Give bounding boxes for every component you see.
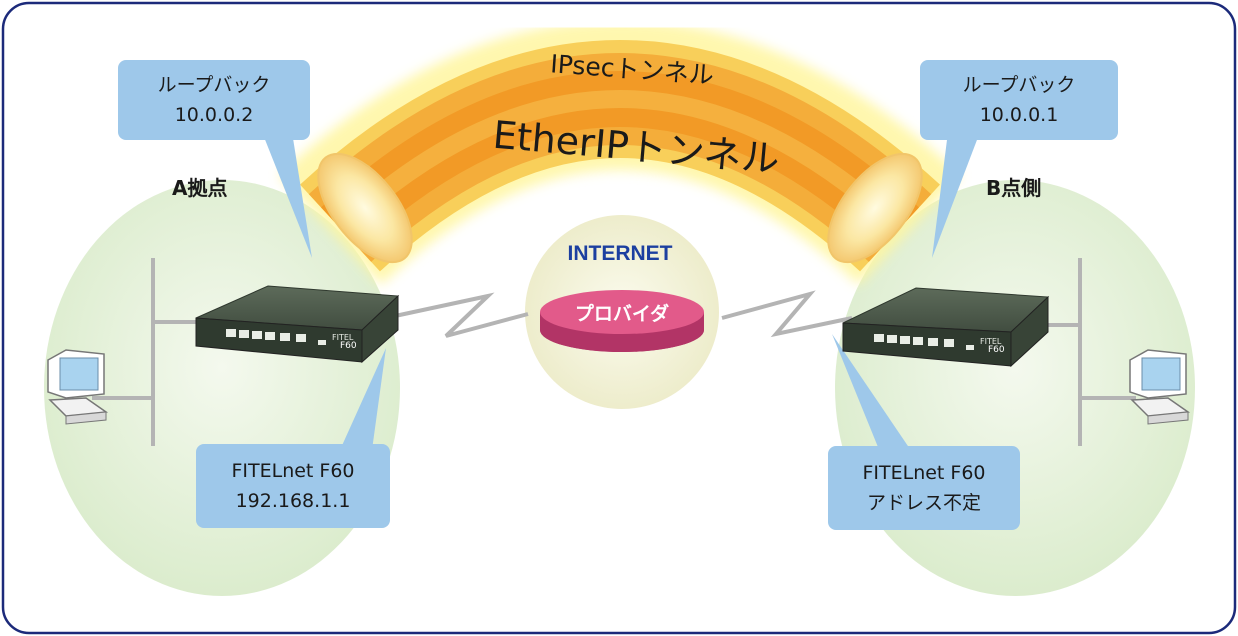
device-model: F60 bbox=[988, 345, 1005, 355]
zigzag-link-icon bbox=[721, 290, 853, 338]
internet-label: INTERNET bbox=[568, 242, 673, 265]
loopback-b-text: ループバック 10.0.0.1 bbox=[920, 70, 1118, 130]
router-a-model: FITELnet F60 bbox=[231, 460, 355, 482]
provider-node bbox=[540, 290, 704, 352]
loopback-a-label: ループバック bbox=[157, 74, 271, 96]
tunnel-end-right bbox=[827, 152, 923, 264]
router-b-address: アドレス不定 bbox=[866, 492, 981, 514]
device-model: F60 bbox=[340, 341, 357, 351]
pc-icon bbox=[1129, 349, 1191, 425]
provider-label: プロバイダ bbox=[575, 302, 669, 325]
site-b-name: B点側 bbox=[986, 176, 1042, 200]
callout-loopback-b bbox=[920, 60, 1118, 258]
router-icon: FITEL F60 bbox=[842, 287, 1050, 368]
router-b-model: FITELnet F60 bbox=[862, 462, 986, 484]
loopback-b-label: ループバック bbox=[962, 74, 1076, 96]
callout-router-a bbox=[196, 348, 390, 528]
device-brand: FITEL bbox=[332, 333, 354, 342]
tunnel-arc bbox=[278, 20, 962, 286]
pc-icon bbox=[47, 349, 109, 425]
zigzag-link-icon bbox=[394, 292, 529, 338]
site-a-name: A拠点 bbox=[172, 176, 228, 200]
router-a-text: FITELnet F60 192.168.1.1 bbox=[196, 456, 390, 516]
site-a-lan bbox=[92, 258, 202, 446]
tunnel-end-left bbox=[317, 152, 413, 264]
callout-loopback-a bbox=[118, 60, 312, 258]
router-a-address: 192.168.1.1 bbox=[235, 490, 351, 512]
loopback-b-address: 10.0.0.1 bbox=[979, 104, 1059, 126]
callout-router-b bbox=[828, 334, 1020, 530]
device-brand: FITEL bbox=[980, 337, 1002, 346]
router-b-text: FITELnet F60 アドレス不定 bbox=[828, 458, 1020, 518]
loopback-a-address: 10.0.0.2 bbox=[174, 104, 254, 126]
loopback-a-text: ループバック 10.0.0.2 bbox=[118, 70, 310, 130]
router-icon: FITEL F60 bbox=[195, 285, 400, 364]
